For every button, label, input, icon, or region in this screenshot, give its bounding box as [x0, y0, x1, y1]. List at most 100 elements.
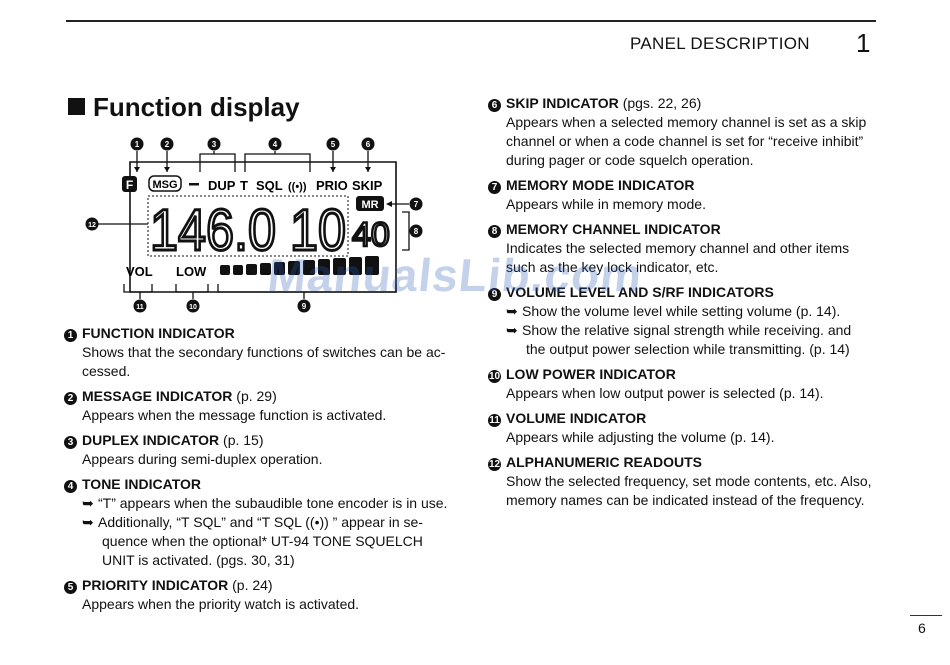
msg-indicator: MSG — [152, 179, 177, 191]
number-icon: 2 — [64, 392, 77, 405]
prio-indicator: PRIO — [316, 178, 348, 193]
callout-12 — [85, 217, 99, 231]
item-desc: Appears while adjusting the volume (p. 1… — [506, 429, 775, 445]
number-icon: 8 — [488, 225, 501, 238]
callout-5-label: 5 — [331, 140, 336, 149]
minus-indicator — [189, 183, 199, 186]
item-desc: Appears during semi-duplex operation. — [82, 451, 323, 467]
left-column: 1 FUNCTION INDICATOR Shows that the secon… — [64, 324, 454, 620]
t-indicator: T — [240, 178, 248, 193]
callout-2-label: 2 — [165, 140, 170, 149]
item-function-indicator: 1 FUNCTION INDICATOR Shows that the secon… — [64, 324, 454, 381]
item-desc: Appears when the message function is act… — [82, 407, 387, 423]
item-desc: Appears when the priority watch is activ… — [82, 596, 360, 612]
number-icon: 3 — [64, 436, 77, 449]
callout-3 — [207, 137, 221, 151]
callout-1-label: 1 — [135, 140, 140, 149]
chapter-number: 1 — [856, 28, 871, 58]
callout-8-label: 8 — [414, 227, 419, 236]
item-title: ALPHANUMERIC READOUTS — [506, 454, 702, 470]
mr-indicator-box — [356, 196, 384, 211]
arrow-icon: ➥ — [506, 303, 518, 319]
number-icon: 4 — [64, 480, 77, 493]
callout-9 — [297, 299, 311, 313]
f-indicator: F — [126, 178, 133, 192]
lcd-diagram: 1 2 3 4 5 6 7 8 9 10 11 12 — [85, 137, 423, 313]
number-icon: 9 — [488, 288, 501, 301]
callout-3-label: 3 — [212, 140, 217, 149]
callout-9-label: 9 — [302, 302, 307, 311]
msg-indicator-box — [148, 175, 182, 192]
item-low-power-indicator: 10 LOW POWER INDICATOR Appears when low o… — [488, 365, 874, 403]
tone-wave-indicator: ((•)) — [288, 181, 307, 193]
item-title: FUNCTION INDICATOR — [82, 325, 235, 341]
item-bullet: ➥Show the relative signal strength while… — [506, 322, 852, 357]
item-desc: Appears when low output power is selecte… — [506, 385, 824, 401]
digits-frame — [147, 195, 349, 257]
item-title: MEMORY MODE INDICATOR — [506, 177, 695, 193]
dup-indicator: DUP — [208, 178, 236, 193]
arrow-icon: ➥ — [506, 322, 518, 338]
item-bullet: ➥Additionally, “T SQL” and “T SQL ((•)) … — [82, 514, 423, 568]
callout-7-label: 7 — [414, 200, 419, 209]
callout-2 — [160, 137, 174, 151]
callout-6 — [361, 137, 375, 151]
callout-6-label: 6 — [366, 140, 371, 149]
number-icon: 6 — [488, 99, 501, 112]
item-title: MEMORY CHANNEL INDICATOR — [506, 221, 721, 237]
memory-channel-readout: 40 — [352, 216, 390, 254]
callout-8 — [409, 224, 423, 238]
f-indicator-box — [122, 176, 137, 192]
callout-10-label: 10 — [189, 304, 197, 311]
page-number-rule — [910, 615, 942, 616]
page-heading: Function display — [68, 92, 300, 123]
number-icon: 11 — [488, 414, 501, 427]
item-title: TONE INDICATOR — [82, 476, 202, 492]
callout-11-label: 11 — [136, 304, 144, 311]
item-desc: Indicates the selected memory channel an… — [506, 240, 850, 275]
item-bullet: ➥Show the volume level while setting vol… — [506, 303, 841, 319]
vol-indicator: VOL — [126, 264, 153, 279]
callout-10 — [186, 299, 200, 313]
number-icon: 10 — [488, 370, 501, 383]
callout-12-label: 12 — [88, 222, 96, 229]
callout-5 — [326, 137, 340, 151]
item-title: VOLUME LEVEL AND S/RF INDICATORS — [506, 284, 774, 300]
item-title: LOW POWER INDICATOR — [506, 366, 676, 382]
item-ref: (pgs. 22, 26) — [622, 95, 702, 111]
item-desc: Shows that the secondary functions of sw… — [82, 344, 446, 379]
item-bullet: ➥“T” appears when the subaudible tone en… — [82, 495, 448, 511]
frequency-readout: 146.0 10 — [150, 198, 346, 263]
item-ref: (p. 29) — [236, 388, 277, 404]
item-desc: Appears when a selected memory channel i… — [506, 114, 867, 168]
item-memory-mode-indicator: 7 MEMORY MODE INDICATOR Appears while in … — [488, 176, 874, 214]
number-icon: 12 — [488, 458, 501, 471]
callout-1 — [130, 137, 144, 151]
item-title: DUPLEX INDICATOR — [82, 432, 220, 448]
item-ref: (p. 15) — [223, 432, 264, 448]
item-desc: Appears while in memory mode. — [506, 196, 706, 212]
item-message-indicator: 2 MESSAGE INDICATOR (p. 29) Appears when … — [64, 387, 454, 425]
callouts-top — [85, 137, 423, 313]
item-volume-level-indicators: 9 VOLUME LEVEL AND S/RF INDICATORS ➥Show … — [488, 283, 874, 359]
item-desc: Show the selected frequency, set mode co… — [506, 473, 872, 508]
callout-4 — [268, 137, 282, 151]
item-title: PRIORITY INDICATOR — [82, 577, 229, 593]
number-icon: 5 — [64, 581, 77, 594]
item-memory-channel-indicator: 8 MEMORY CHANNEL INDICATOR Indicates the … — [488, 220, 874, 277]
arrow-icon: ➥ — [82, 514, 94, 530]
mr-indicator: MR — [361, 199, 378, 211]
item-ref: (p. 24) — [232, 577, 273, 593]
number-icon: 7 — [488, 181, 501, 194]
number-icon: 1 — [64, 329, 77, 342]
lcd-outline — [129, 161, 397, 293]
item-title: MESSAGE INDICATOR — [82, 388, 233, 404]
item-duplex-indicator: 3 DUPLEX INDICATOR (p. 15) Appears during… — [64, 431, 454, 469]
section-title: PANEL DESCRIPTION — [630, 34, 810, 53]
heading-square-icon — [68, 98, 85, 115]
sql-indicator: SQL — [256, 178, 283, 193]
header-rule — [66, 20, 876, 22]
